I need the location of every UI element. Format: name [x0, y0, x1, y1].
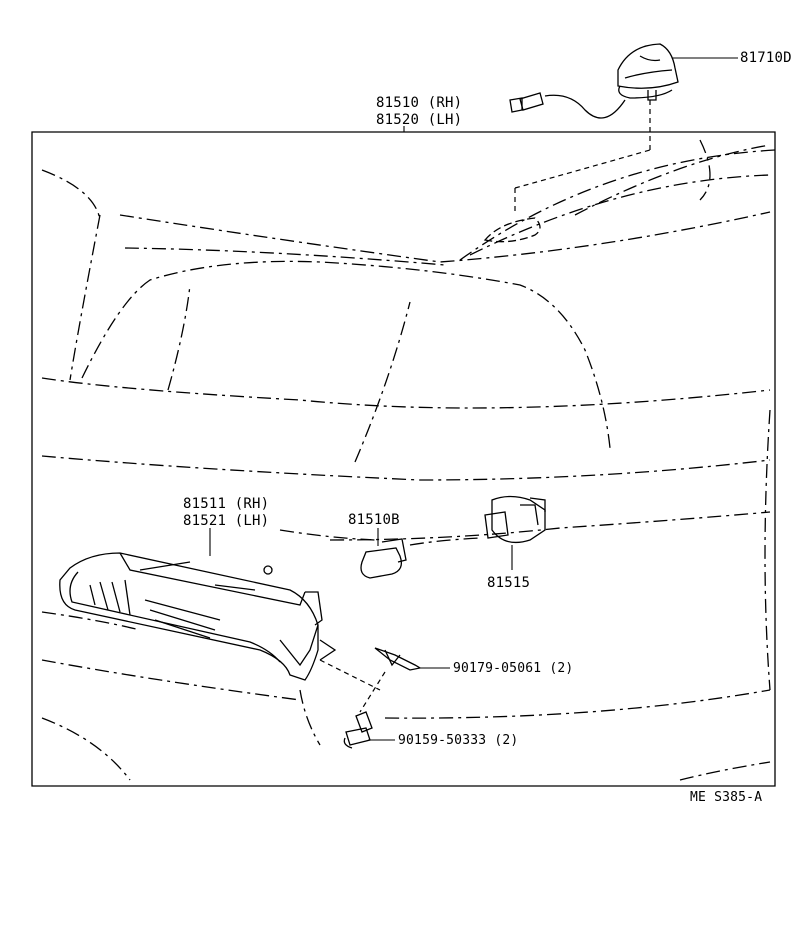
- clip-part: [360, 648, 450, 712]
- label-bulb: 81510B: [348, 512, 400, 528]
- lens-part: [60, 528, 380, 690]
- label-screw: 90159-50333 (2): [398, 733, 519, 748]
- bulb-to-socket-leader: [410, 538, 480, 545]
- label-lens-lh: 81521 (LH): [183, 513, 270, 529]
- lens-to-bulb-leader: [280, 530, 375, 540]
- high-mount-lamp-location: [485, 100, 650, 242]
- label-lens-rh: 81511 (RH): [183, 496, 270, 512]
- label-socket: 81515: [487, 575, 531, 591]
- label-lamp-unit-rh: 81510 (RH): [376, 95, 463, 111]
- diagram-code: ME S385-A: [690, 790, 763, 805]
- antenna-lamp-part: [510, 44, 738, 118]
- car-body-outline: [42, 140, 775, 780]
- socket-part: [485, 497, 545, 571]
- label-clip: 90179-05061 (2): [453, 661, 574, 676]
- label-antenna-lamp: 81710D: [740, 50, 792, 66]
- diagram-frame: [32, 132, 775, 786]
- rear-window-divider: [355, 302, 410, 462]
- bulb-part: [361, 528, 406, 578]
- rear-window-pillar: [168, 285, 190, 390]
- label-lamp-unit-lh: 81520 (LH): [376, 112, 463, 128]
- rear-window-outline: [82, 261, 610, 448]
- screw-part: [344, 712, 395, 748]
